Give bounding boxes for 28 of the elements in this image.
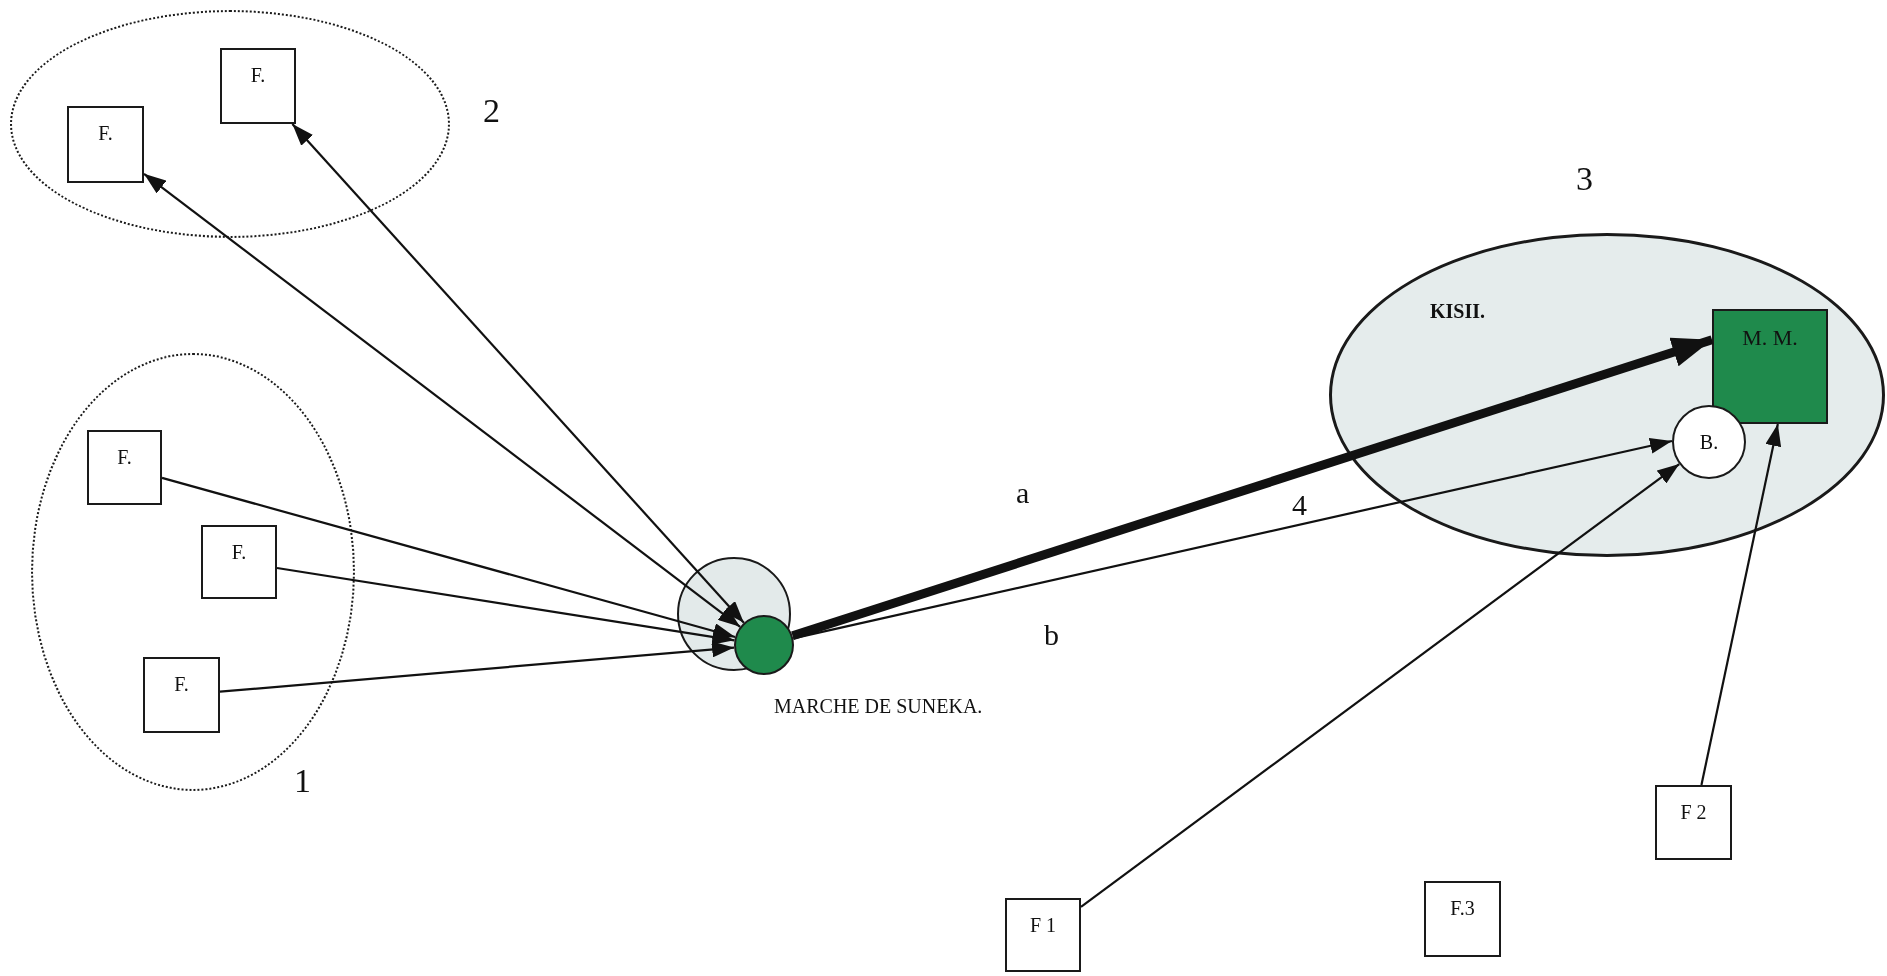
square-box: F. [220, 48, 296, 124]
square-box: F. [87, 430, 162, 505]
arrow [143, 172, 741, 628]
square-box: F. [67, 106, 144, 183]
dotted-ellipse [10, 10, 450, 238]
arrow [291, 123, 745, 624]
square-box: F. [201, 525, 277, 599]
arrow [1700, 423, 1782, 786]
square-box: F. [143, 657, 220, 733]
arrow [219, 641, 735, 693]
market-square: M. M. [1712, 309, 1828, 424]
square-box: F.3 [1424, 881, 1501, 957]
number-label: 4 [1292, 488, 1307, 521]
arrow [161, 476, 736, 639]
arrow [793, 438, 1673, 640]
place-name: MARCHE DE SUNEKA. [774, 695, 983, 717]
square-box: F 1 [1005, 898, 1081, 972]
market-circle [734, 615, 794, 675]
square-box: F 2 [1655, 785, 1732, 860]
group-number: 1 [294, 762, 311, 800]
arrow [276, 566, 735, 645]
dotted-ellipse [31, 353, 355, 791]
arrow [1080, 463, 1680, 908]
region-number: 3 [1576, 160, 1593, 198]
arrow [791, 335, 1714, 641]
group-number: 2 [483, 92, 500, 130]
region-name: KISII. [1430, 300, 1486, 323]
circle-node: B. [1672, 405, 1746, 479]
